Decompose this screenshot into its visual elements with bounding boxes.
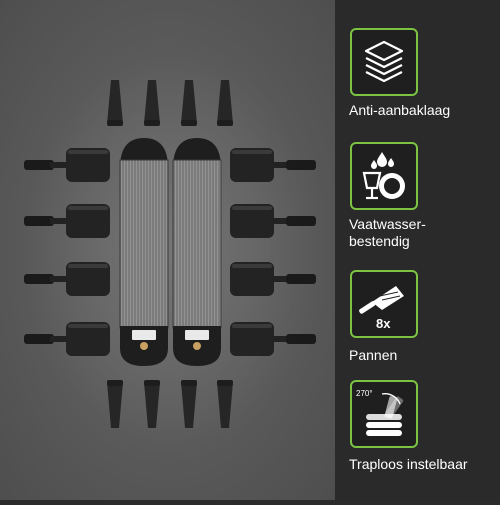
raclette-tray <box>24 148 110 182</box>
spatula <box>107 380 123 428</box>
spatula <box>144 80 160 126</box>
feature-badge <box>350 142 418 210</box>
product-stage <box>0 0 335 500</box>
grill-plate <box>119 138 169 366</box>
raclette-tray <box>24 204 110 238</box>
spatula <box>217 80 233 126</box>
spatula <box>181 80 197 126</box>
pan-icon <box>359 286 404 314</box>
adjustable-angle-icon <box>366 393 404 436</box>
feature-label: Anti-aanbaklaag <box>349 102 451 118</box>
feature-panel: Anti-aanbaklaag Vaatwasser- bestendig <box>335 0 500 500</box>
raclette-tray <box>24 322 110 356</box>
feature-label: Traploos instelbaar <box>349 456 468 472</box>
angle-badge: 270° <box>356 389 373 398</box>
feature-badge <box>350 28 418 96</box>
feature-label: Vaatwasser- bestendig <box>349 216 426 249</box>
raclette-tray <box>230 262 316 296</box>
grill-plate <box>172 138 222 366</box>
raclette-tray <box>24 262 110 296</box>
stacked-layers-icon <box>364 40 404 83</box>
raclette-tray <box>230 322 316 356</box>
spatula <box>181 380 197 428</box>
feature-label: Pannen <box>349 347 398 363</box>
spatula <box>107 80 123 126</box>
raclette-tray <box>230 148 316 182</box>
raclette-grill-illustration <box>22 50 322 450</box>
spatula <box>144 380 160 428</box>
spatula <box>217 380 233 428</box>
raclette-tray <box>230 204 316 238</box>
feature-badge: 8x <box>350 270 418 338</box>
pan-count-badge: 8x <box>376 316 391 331</box>
dishwasher-icon <box>362 152 405 200</box>
feature-badge: 270° <box>350 380 418 448</box>
